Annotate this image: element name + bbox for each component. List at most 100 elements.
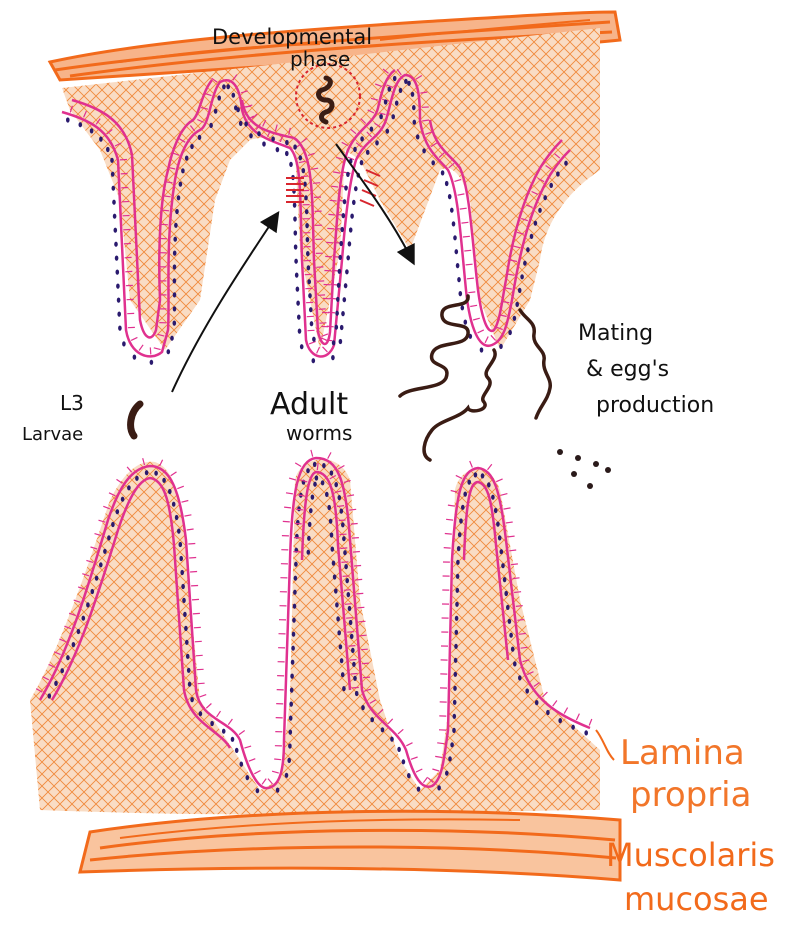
cell-nucleus <box>360 160 364 165</box>
cell-nucleus <box>256 788 260 793</box>
phase-label: phase <box>290 47 350 71</box>
cell-nucleus <box>307 265 311 270</box>
microvilli <box>446 519 453 520</box>
cell-nucleus <box>348 606 352 611</box>
cell-nucleus <box>461 305 465 310</box>
cell-nucleus <box>179 182 183 187</box>
cell-nucleus <box>287 758 291 763</box>
cell-nucleus <box>340 227 344 232</box>
cell-nucleus <box>99 562 103 567</box>
microvilli <box>192 599 199 600</box>
cell-nucleus <box>564 161 568 166</box>
cell-nucleus <box>334 482 338 487</box>
cell-nucleus <box>77 629 81 634</box>
muscularis-label: Muscolaris <box>606 836 775 874</box>
cell-nucleus <box>327 505 331 510</box>
cell-nucleus <box>173 237 177 242</box>
cell-nucleus <box>167 349 171 354</box>
cell-nucleus <box>346 172 350 177</box>
cell-nucleus <box>379 114 383 119</box>
microvilli <box>448 505 455 506</box>
microvilli <box>445 534 452 535</box>
cell-nucleus <box>322 463 326 468</box>
cell-nucleus <box>289 730 293 735</box>
cell-nucleus <box>113 214 117 219</box>
cell-nucleus <box>79 122 83 127</box>
cell-nucleus <box>293 604 297 609</box>
microvilli <box>161 224 168 225</box>
cell-nucleus <box>336 616 340 621</box>
microvilli <box>327 228 334 229</box>
cell-nucleus <box>298 329 302 334</box>
cell-nucleus <box>321 480 325 485</box>
cell-nucleus <box>222 84 226 89</box>
cell-nucleus <box>339 644 343 649</box>
microvilli <box>196 655 203 656</box>
cell-nucleus <box>351 648 355 653</box>
cell-nucleus <box>416 134 420 139</box>
cell-nucleus <box>110 158 114 163</box>
cell-nucleus <box>461 505 465 510</box>
cell-nucleus <box>395 101 399 106</box>
cell-nucleus <box>66 655 70 660</box>
bottom-lamina-propria <box>30 459 600 814</box>
cell-nucleus <box>480 347 484 352</box>
microvilli <box>244 746 251 748</box>
cell-nucleus <box>361 705 365 710</box>
mucosae-label: mucosae <box>624 880 769 918</box>
cell-nucleus <box>112 200 116 205</box>
microvilli <box>217 711 221 717</box>
cell-nucleus <box>520 274 524 279</box>
cell-nucleus <box>82 616 86 621</box>
microvilli <box>511 564 518 565</box>
cell-nucleus <box>295 273 299 278</box>
cell-nucleus <box>173 264 177 269</box>
cell-nucleus <box>190 697 194 702</box>
microvilli <box>496 479 502 482</box>
cell-nucleus <box>341 522 345 527</box>
cell-nucleus <box>508 619 512 624</box>
cell-nucleus <box>353 147 357 152</box>
cell-nucleus <box>291 660 295 665</box>
microvilli <box>187 529 194 530</box>
cell-nucleus <box>312 358 316 363</box>
cell-nucleus <box>347 592 351 597</box>
cell-nucleus <box>342 686 346 691</box>
microvilli <box>190 572 197 573</box>
microvilli <box>150 347 151 354</box>
cell-nucleus <box>291 646 295 651</box>
microvilli <box>249 759 256 762</box>
cell-nucleus <box>293 216 297 221</box>
microvilli <box>328 214 335 215</box>
cell-nucleus <box>122 341 126 346</box>
cell-nucleus <box>209 123 213 128</box>
cell-nucleus <box>350 214 354 219</box>
cell-nucleus <box>445 181 449 186</box>
cell-nucleus <box>515 302 519 307</box>
microvilli <box>470 305 477 306</box>
microvilli <box>406 743 412 746</box>
cell-nucleus <box>452 728 456 733</box>
cell-nucleus <box>302 168 306 173</box>
microvilli <box>127 467 132 472</box>
microvilli <box>398 729 403 734</box>
microvilli <box>360 635 367 636</box>
microvilli <box>195 641 202 642</box>
cell-nucleus <box>226 84 230 89</box>
cell-nucleus <box>175 209 179 214</box>
cell-nucleus <box>453 686 457 691</box>
microvilli <box>323 347 328 352</box>
cell-nucleus <box>437 785 441 790</box>
coiled-worm-icon <box>520 310 550 418</box>
cell-nucleus <box>246 775 250 780</box>
cell-nucleus <box>448 756 452 761</box>
cell-nucleus <box>390 737 394 742</box>
cell-nucleus <box>114 228 118 233</box>
microvilli <box>171 472 177 476</box>
cell-nucleus <box>240 762 244 767</box>
cell-nucleus <box>86 602 90 607</box>
cell-nucleus <box>271 136 275 141</box>
cell-nucleus <box>456 574 460 579</box>
cell-nucleus <box>290 674 294 679</box>
microvilli <box>239 731 245 735</box>
